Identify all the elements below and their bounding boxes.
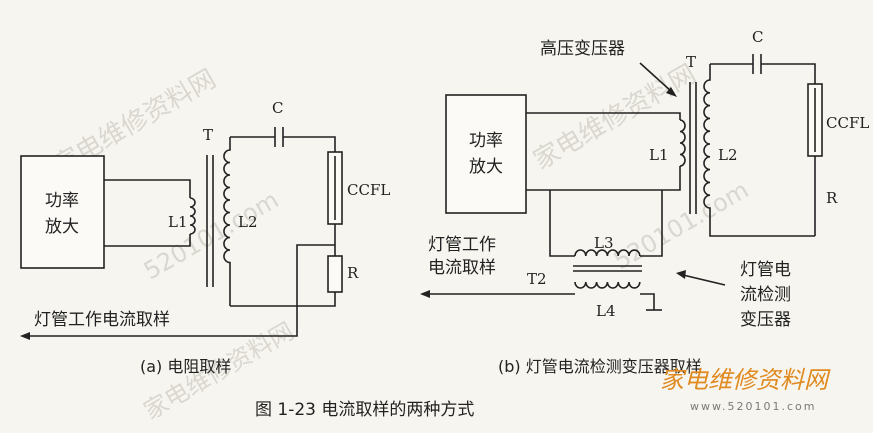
- wire-b-top: [526, 112, 681, 120]
- amp-box-b: [445, 94, 527, 214]
- label-t-b: T: [686, 53, 696, 71]
- amp-label-b-1: 功率: [469, 131, 503, 151]
- pointer-sense-head: [676, 270, 686, 279]
- circuit-a: 功率 放大 T C CCFL R L1 L2 灯管工作电流: [20, 99, 390, 376]
- wire-b-cap-right: [761, 63, 816, 84]
- detect-label-1: 灯管电: [740, 260, 791, 280]
- label-t-a: T: [203, 126, 213, 144]
- wire-a-top: [104, 179, 191, 198]
- wire-b-return: [526, 166, 681, 191]
- label-ccfl-b: CCFL: [826, 114, 869, 132]
- pointer-hv-head: [666, 87, 677, 97]
- label-l3: L3: [594, 234, 614, 252]
- amp-box-a: [20, 155, 105, 269]
- site-logo-url: www.520101.com: [690, 400, 816, 413]
- amp-label-a-2: 放大: [45, 217, 79, 237]
- sample-label-b-2: 电流取样: [428, 258, 496, 278]
- label-t2: T2: [527, 270, 547, 288]
- label-c-a: C: [272, 99, 283, 117]
- coil-l1-b: [679, 119, 686, 167]
- arrow-a: [20, 332, 30, 340]
- site-logo-text: 家电维修资料网: [660, 366, 831, 394]
- coil-l1-a: [189, 197, 196, 235]
- label-r-a: R: [347, 264, 359, 282]
- sample-label-b-1: 灯管工作: [428, 235, 496, 255]
- amp-label-b-2: 放大: [469, 157, 503, 177]
- pointer-sense: [682, 274, 726, 286]
- circuit-b: 功率 放大: [420, 28, 869, 376]
- label-l1-a: L1: [168, 213, 188, 231]
- site-logo: 家电维修资料网 www.520101.com: [660, 366, 831, 413]
- wire-a-bottom: [104, 234, 191, 247]
- coil-l2-b: [703, 64, 815, 237]
- detect-label-3: 变压器: [740, 310, 791, 330]
- figure-caption: 图 1-23 电流取样的两种方式: [255, 400, 474, 420]
- label-l2-a: L2: [238, 213, 258, 231]
- coil-l3: [574, 249, 641, 257]
- wire-a-cap-right: [283, 136, 336, 152]
- amp-label-a-1: 功率: [45, 191, 79, 211]
- coil-l2-a: [223, 137, 231, 306]
- label-r-b: R: [826, 189, 838, 207]
- wire-b-to-l3: [549, 190, 575, 257]
- caption-b: (b) 灯管电流检测变压器取样: [498, 357, 702, 376]
- label-c-b: C: [752, 28, 763, 46]
- hv-transformer-label: 高压变压器: [540, 39, 625, 59]
- detect-label-2: 流检测: [740, 285, 791, 305]
- pointer-hv: [639, 62, 673, 93]
- label-l2-b: L2: [718, 146, 738, 164]
- label-l4: L4: [596, 302, 616, 320]
- watermark-text-2: 520101.com: [139, 186, 283, 286]
- wire-b-l3-right: [640, 190, 663, 257]
- wire-a-bottom-return: [230, 292, 336, 307]
- sample-label-a: 灯管工作电流取样: [34, 310, 170, 330]
- caption-a: (a) 电阻取样: [140, 357, 231, 376]
- label-ccfl-a: CCFL: [347, 181, 390, 199]
- watermark-text-3: 家电维修资料网: [529, 59, 702, 176]
- arrow-b: [420, 290, 430, 298]
- label-l1-b: L1: [649, 146, 669, 164]
- resistor-a: [327, 255, 343, 293]
- wire-b-ground: [640, 293, 655, 310]
- sample-wire-a: [28, 244, 335, 337]
- coil-l4: [574, 281, 641, 289]
